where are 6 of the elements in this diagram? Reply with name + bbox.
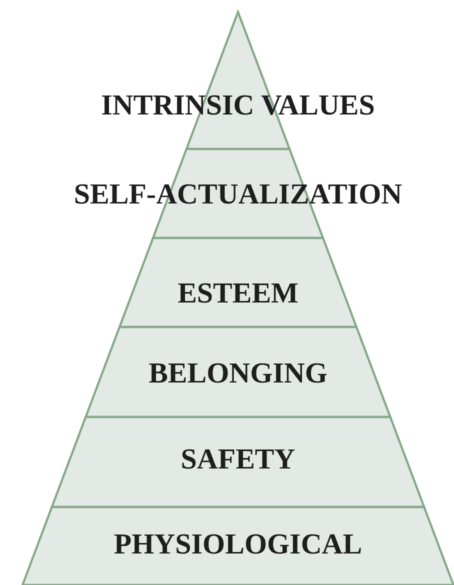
level-label: INTRINSIC VALUES: [101, 92, 375, 120]
level-label: SELF-ACTUALIZATION: [74, 180, 402, 210]
level-label: PHYSIOLOGICAL: [114, 530, 362, 560]
level-label: BELONGING: [148, 360, 328, 388]
level-label: SAFETY: [180, 446, 296, 474]
level-label: ESTEEM: [178, 280, 298, 308]
